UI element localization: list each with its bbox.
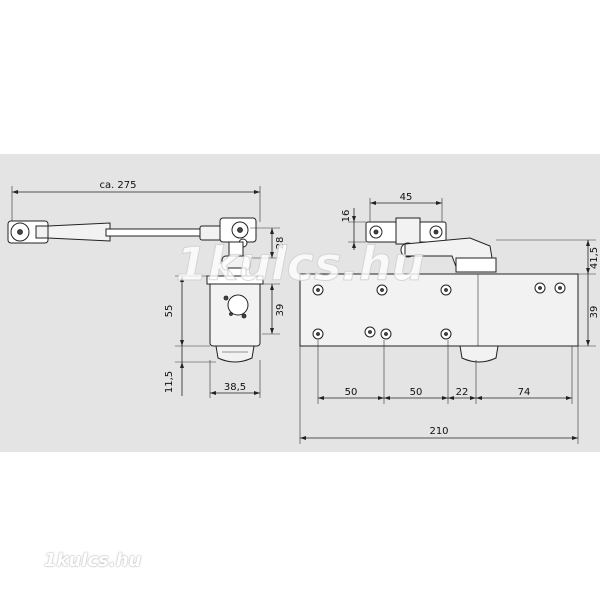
watermark-corner: 1kulcs.hu (44, 550, 142, 571)
label-shoe-height: 11,5 (164, 371, 175, 393)
label-bracket-width: 45 (400, 192, 413, 203)
dim-top-right (496, 239, 596, 275)
label-body-width-side: 38,5 (224, 382, 246, 393)
dim-bracket-width (369, 198, 443, 222)
mounting-bracket (365, 217, 497, 273)
label-spacing-b: 50 (410, 387, 423, 398)
label-arm-length: ca. 275 (99, 180, 136, 191)
label-arm-height: 28 (275, 237, 286, 250)
arm-assembly (7, 186, 261, 277)
dim-body-height-left (175, 275, 210, 347)
label-spacing-a: 50 (345, 387, 358, 398)
dim-shoe-height (175, 346, 216, 396)
label-spacing-c: 22 (456, 387, 469, 398)
watermark-center: 1kulcs.hu (176, 237, 425, 291)
dim-body-height-right (578, 274, 596, 347)
label-body-offset-left: 39 (275, 304, 286, 317)
dim-arm-height (250, 227, 280, 259)
dim-hole-spacing (317, 340, 573, 404)
closer-body-front (299, 273, 579, 363)
dim-body-offset-left (262, 283, 280, 335)
label-top-right: 41,5 (589, 247, 600, 269)
label-total-length: 210 (429, 426, 448, 437)
label-spacing-d: 74 (518, 387, 531, 398)
body-side-view (206, 275, 264, 363)
dim-body-width-side (209, 360, 261, 398)
dim-bracket-height (348, 208, 366, 250)
label-bracket-height: 16 (341, 210, 352, 223)
label-body-height-left: 55 (164, 305, 175, 318)
label-body-height-right: 39 (589, 306, 600, 319)
dim-total-length (299, 346, 579, 444)
